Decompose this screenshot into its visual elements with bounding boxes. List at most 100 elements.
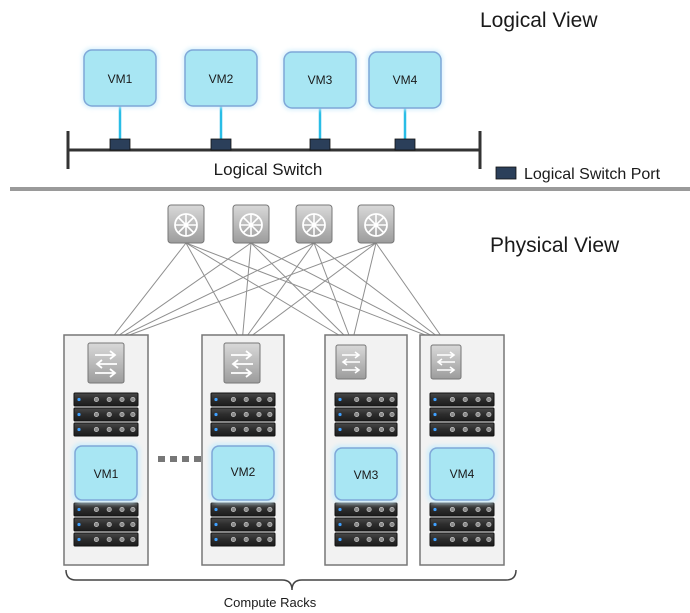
server-knob-icon — [354, 521, 360, 527]
server-led-icon — [214, 537, 218, 542]
server-stack — [429, 392, 495, 547]
compute-rack-1: VM1 — [63, 334, 149, 566]
server-knob-icon — [486, 411, 492, 417]
server-knob-icon — [475, 536, 481, 542]
server-knob-icon — [366, 506, 372, 512]
server-knob-icon — [389, 536, 395, 542]
server-led-icon — [214, 507, 218, 512]
switch-port-icon — [109, 138, 131, 151]
compute-rack-3: VM3 — [324, 334, 408, 566]
physical-vm-3: VM3 — [332, 445, 400, 503]
server-knob-icon — [119, 521, 125, 527]
server-knob-icon — [449, 426, 455, 432]
server-knob-icon — [106, 506, 112, 512]
server-knob-icon — [486, 396, 492, 402]
server-knob-icon — [267, 396, 273, 402]
vm-label: VM3 — [308, 73, 333, 87]
server-knob-icon — [366, 411, 372, 417]
switch-port-icon — [210, 138, 232, 151]
server-knob-icon — [230, 521, 236, 527]
server-knob-icon — [130, 396, 136, 402]
server-led-icon — [433, 397, 437, 402]
server-knob-icon — [119, 411, 125, 417]
server-led-icon — [214, 522, 218, 527]
server-knob-icon — [354, 426, 360, 432]
server-knob-icon — [243, 506, 249, 512]
server-knob-icon — [119, 506, 125, 512]
server-knob-icon — [486, 521, 492, 527]
tor-switch-icon — [430, 344, 462, 380]
spine-switch-icon — [232, 204, 270, 244]
server-led-icon — [77, 427, 81, 432]
server-knob-icon — [106, 411, 112, 417]
physical-vm-1: VM1 — [72, 443, 140, 503]
server-knob-icon — [449, 506, 455, 512]
server-knob-icon — [93, 536, 99, 542]
server-knob-icon — [256, 506, 262, 512]
logical-vm-2: VM2 — [183, 48, 259, 108]
server-knob-icon — [449, 521, 455, 527]
server-knob-icon — [475, 506, 481, 512]
server-knob-icon — [243, 411, 249, 417]
server-knob-icon — [243, 536, 249, 542]
physical-vm-4: VM4 — [427, 445, 497, 503]
server-knob-icon — [389, 411, 395, 417]
server-knob-icon — [354, 506, 360, 512]
vm-label: VM2 — [231, 465, 256, 479]
server-knob-icon — [475, 426, 481, 432]
server-knob-icon — [256, 426, 262, 432]
legend-port-icon — [495, 166, 517, 180]
server-knob-icon — [93, 426, 99, 432]
physical-view-title: Physical View — [490, 234, 620, 257]
vm-label: VM1 — [94, 467, 119, 481]
server-knob-icon — [130, 506, 136, 512]
server-knob-icon — [486, 426, 492, 432]
vm-label: VM3 — [354, 468, 379, 482]
server-knob-icon — [462, 521, 468, 527]
server-led-icon — [77, 522, 81, 527]
server-knob-icon — [243, 521, 249, 527]
server-knob-icon — [106, 536, 112, 542]
server-knob-icon — [378, 536, 384, 542]
server-led-icon — [338, 507, 342, 512]
server-led-icon — [338, 397, 342, 402]
switch-port-icon — [309, 138, 331, 151]
server-knob-icon — [449, 411, 455, 417]
server-knob-icon — [378, 426, 384, 432]
logical-vm-4: VM4 — [367, 50, 443, 110]
server-led-icon — [214, 397, 218, 402]
tor-switch-icon — [335, 344, 367, 380]
server-knob-icon — [475, 396, 481, 402]
server-knob-icon — [267, 411, 273, 417]
server-knob-icon — [267, 521, 273, 527]
server-knob-icon — [130, 536, 136, 542]
server-knob-icon — [267, 506, 273, 512]
server-led-icon — [338, 412, 342, 417]
server-led-icon — [433, 537, 437, 542]
server-led-icon — [433, 412, 437, 417]
server-knob-icon — [354, 536, 360, 542]
server-knob-icon — [449, 536, 455, 542]
server-knob-icon — [354, 411, 360, 417]
switch-ports — [109, 138, 416, 151]
server-led-icon — [214, 412, 218, 417]
legend: Logical Switch Port — [495, 166, 661, 183]
server-knob-icon — [93, 521, 99, 527]
server-led-icon — [338, 537, 342, 542]
server-knob-icon — [243, 396, 249, 402]
spine-switches — [167, 204, 395, 244]
server-knob-icon — [243, 426, 249, 432]
server-knob-icon — [256, 396, 262, 402]
server-stack — [73, 392, 139, 547]
server-knob-icon — [378, 521, 384, 527]
server-details — [77, 396, 492, 542]
server-stack — [334, 392, 398, 547]
server-led-icon — [77, 412, 81, 417]
server-knob-icon — [230, 506, 236, 512]
compute-racks-label: Compute Racks — [224, 595, 317, 610]
vm-label: VM1 — [108, 72, 133, 86]
server-knob-icon — [93, 396, 99, 402]
server-led-icon — [338, 427, 342, 432]
server-knob-icon — [475, 411, 481, 417]
server-knob-icon — [389, 506, 395, 512]
